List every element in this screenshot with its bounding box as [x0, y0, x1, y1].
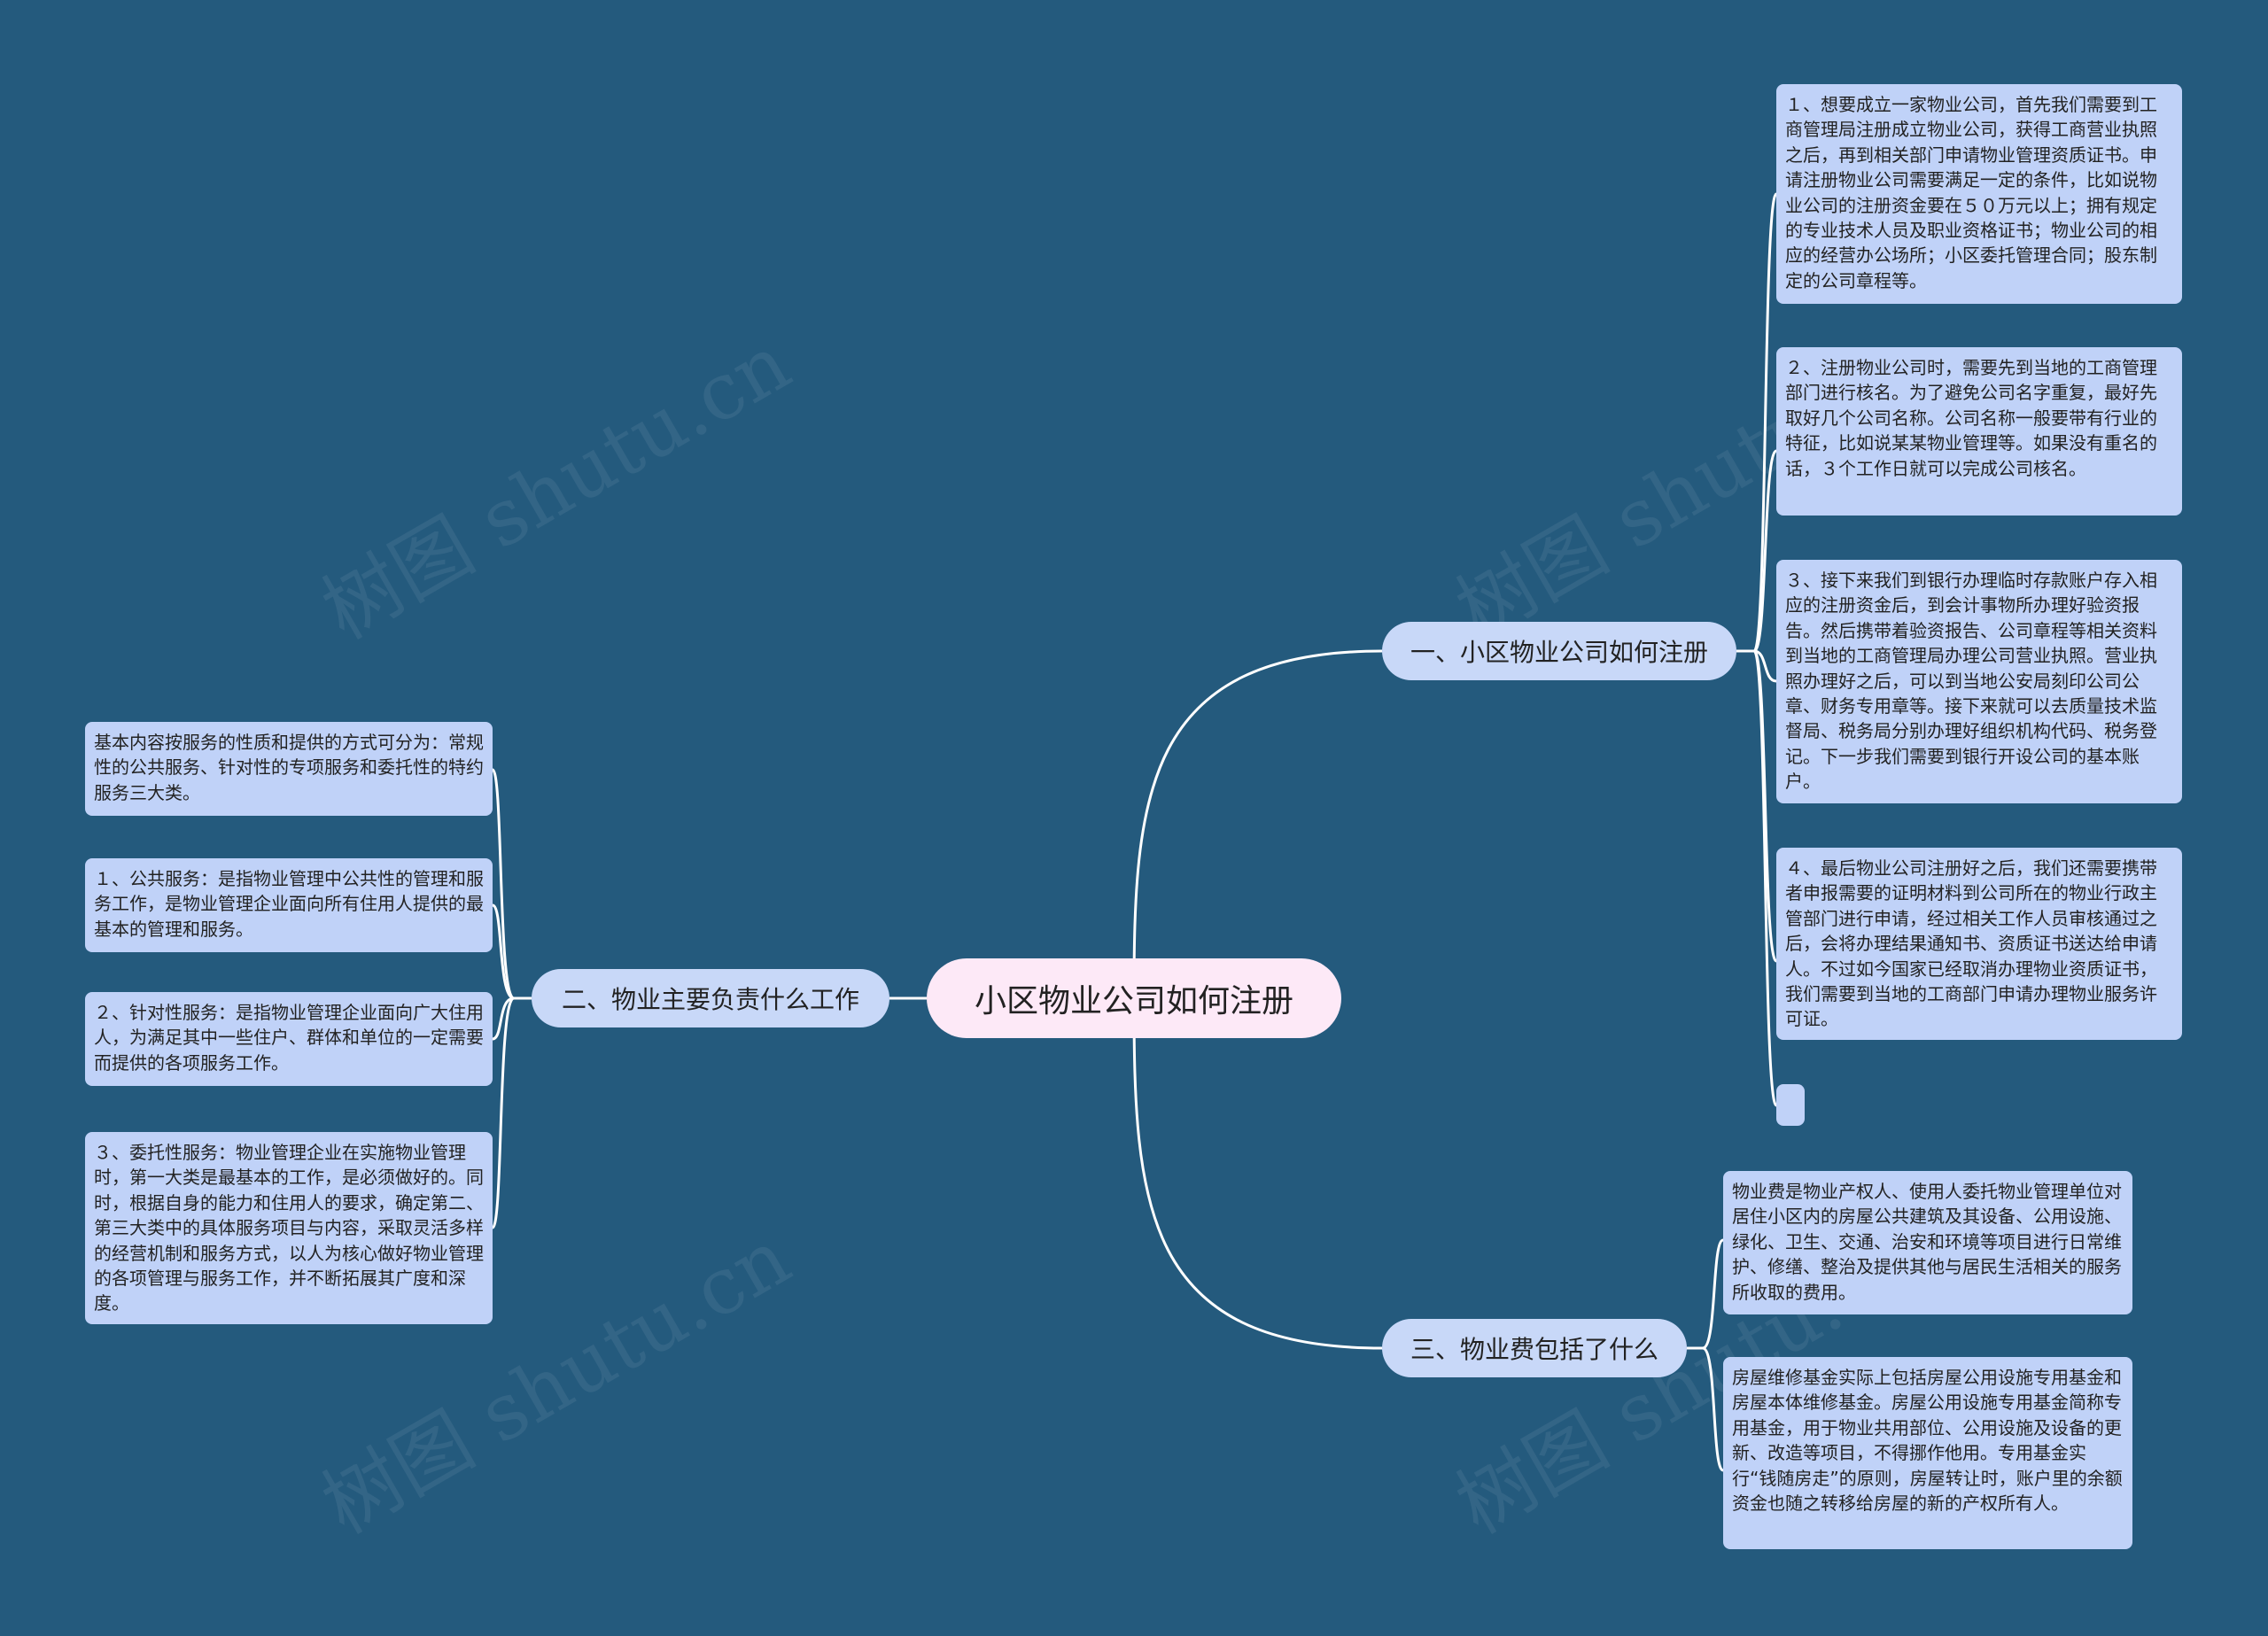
leaf-node[interactable]: １、公共服务：是指物业管理中公共性的管理和服务工作，是物业管理企业面向所有住用人… [85, 858, 493, 952]
leaf-node[interactable]: 基本内容按服务的性质和提供的方式可分为：常规性的公共服务、针对性的专项服务和委托… [85, 722, 493, 816]
leaf-node[interactable]: ３、委托性服务：物业管理企业在实施物业管理时，第一大类是最基本的工作，是必须做好… [85, 1132, 493, 1324]
branch-topic-2[interactable]: 二、物业主要负责什么工作 [532, 969, 889, 1027]
branch-topic-1[interactable]: 一、小区物业公司如何注册 [1382, 622, 1736, 680]
leaf-node[interactable]: １、想要成立一家物业公司，首先我们需要到工商管理局注册成立物业公司，获得工商营业… [1776, 84, 2182, 304]
leaf-node[interactable]: ４、最后物业公司注册好之后，我们还需要携带者申报需要的证明材料到公司所在的物业行… [1776, 848, 2182, 1040]
leaf-node[interactable]: ３、接下来我们到银行办理临时存款账户存入相应的注册资金后，到会计事物所办理好验资… [1776, 560, 2182, 803]
leaf-node[interactable]: 物业费是物业产权人、使用人委托物业管理单位对居住小区内的房屋公共建筑及其设备、公… [1723, 1171, 2132, 1314]
leaf-node[interactable]: 房屋维修基金实际上包括房屋公用设施专用基金和房屋本体维修基金。房屋公用设施专用基… [1723, 1357, 2132, 1549]
connector-root-branch3 [1132, 997, 1383, 1350]
empty-leaf-node[interactable] [1776, 1084, 1805, 1126]
root-topic[interactable]: 小区物业公司如何注册 [927, 958, 1341, 1038]
leaf-node[interactable]: ２、针对性服务：是指物业管理企业面向广大住用人，为满足其中一些住户、群体和单位的… [85, 992, 493, 1086]
connector-root-branch1 [1132, 649, 1383, 999]
leaf-node[interactable]: ２、注册物业公司时，需要先到当地的工商管理部门进行核名。为了避免公司名字重复，最… [1776, 347, 2182, 516]
branch-topic-3[interactable]: 三、物业费包括了什么 [1382, 1319, 1687, 1377]
